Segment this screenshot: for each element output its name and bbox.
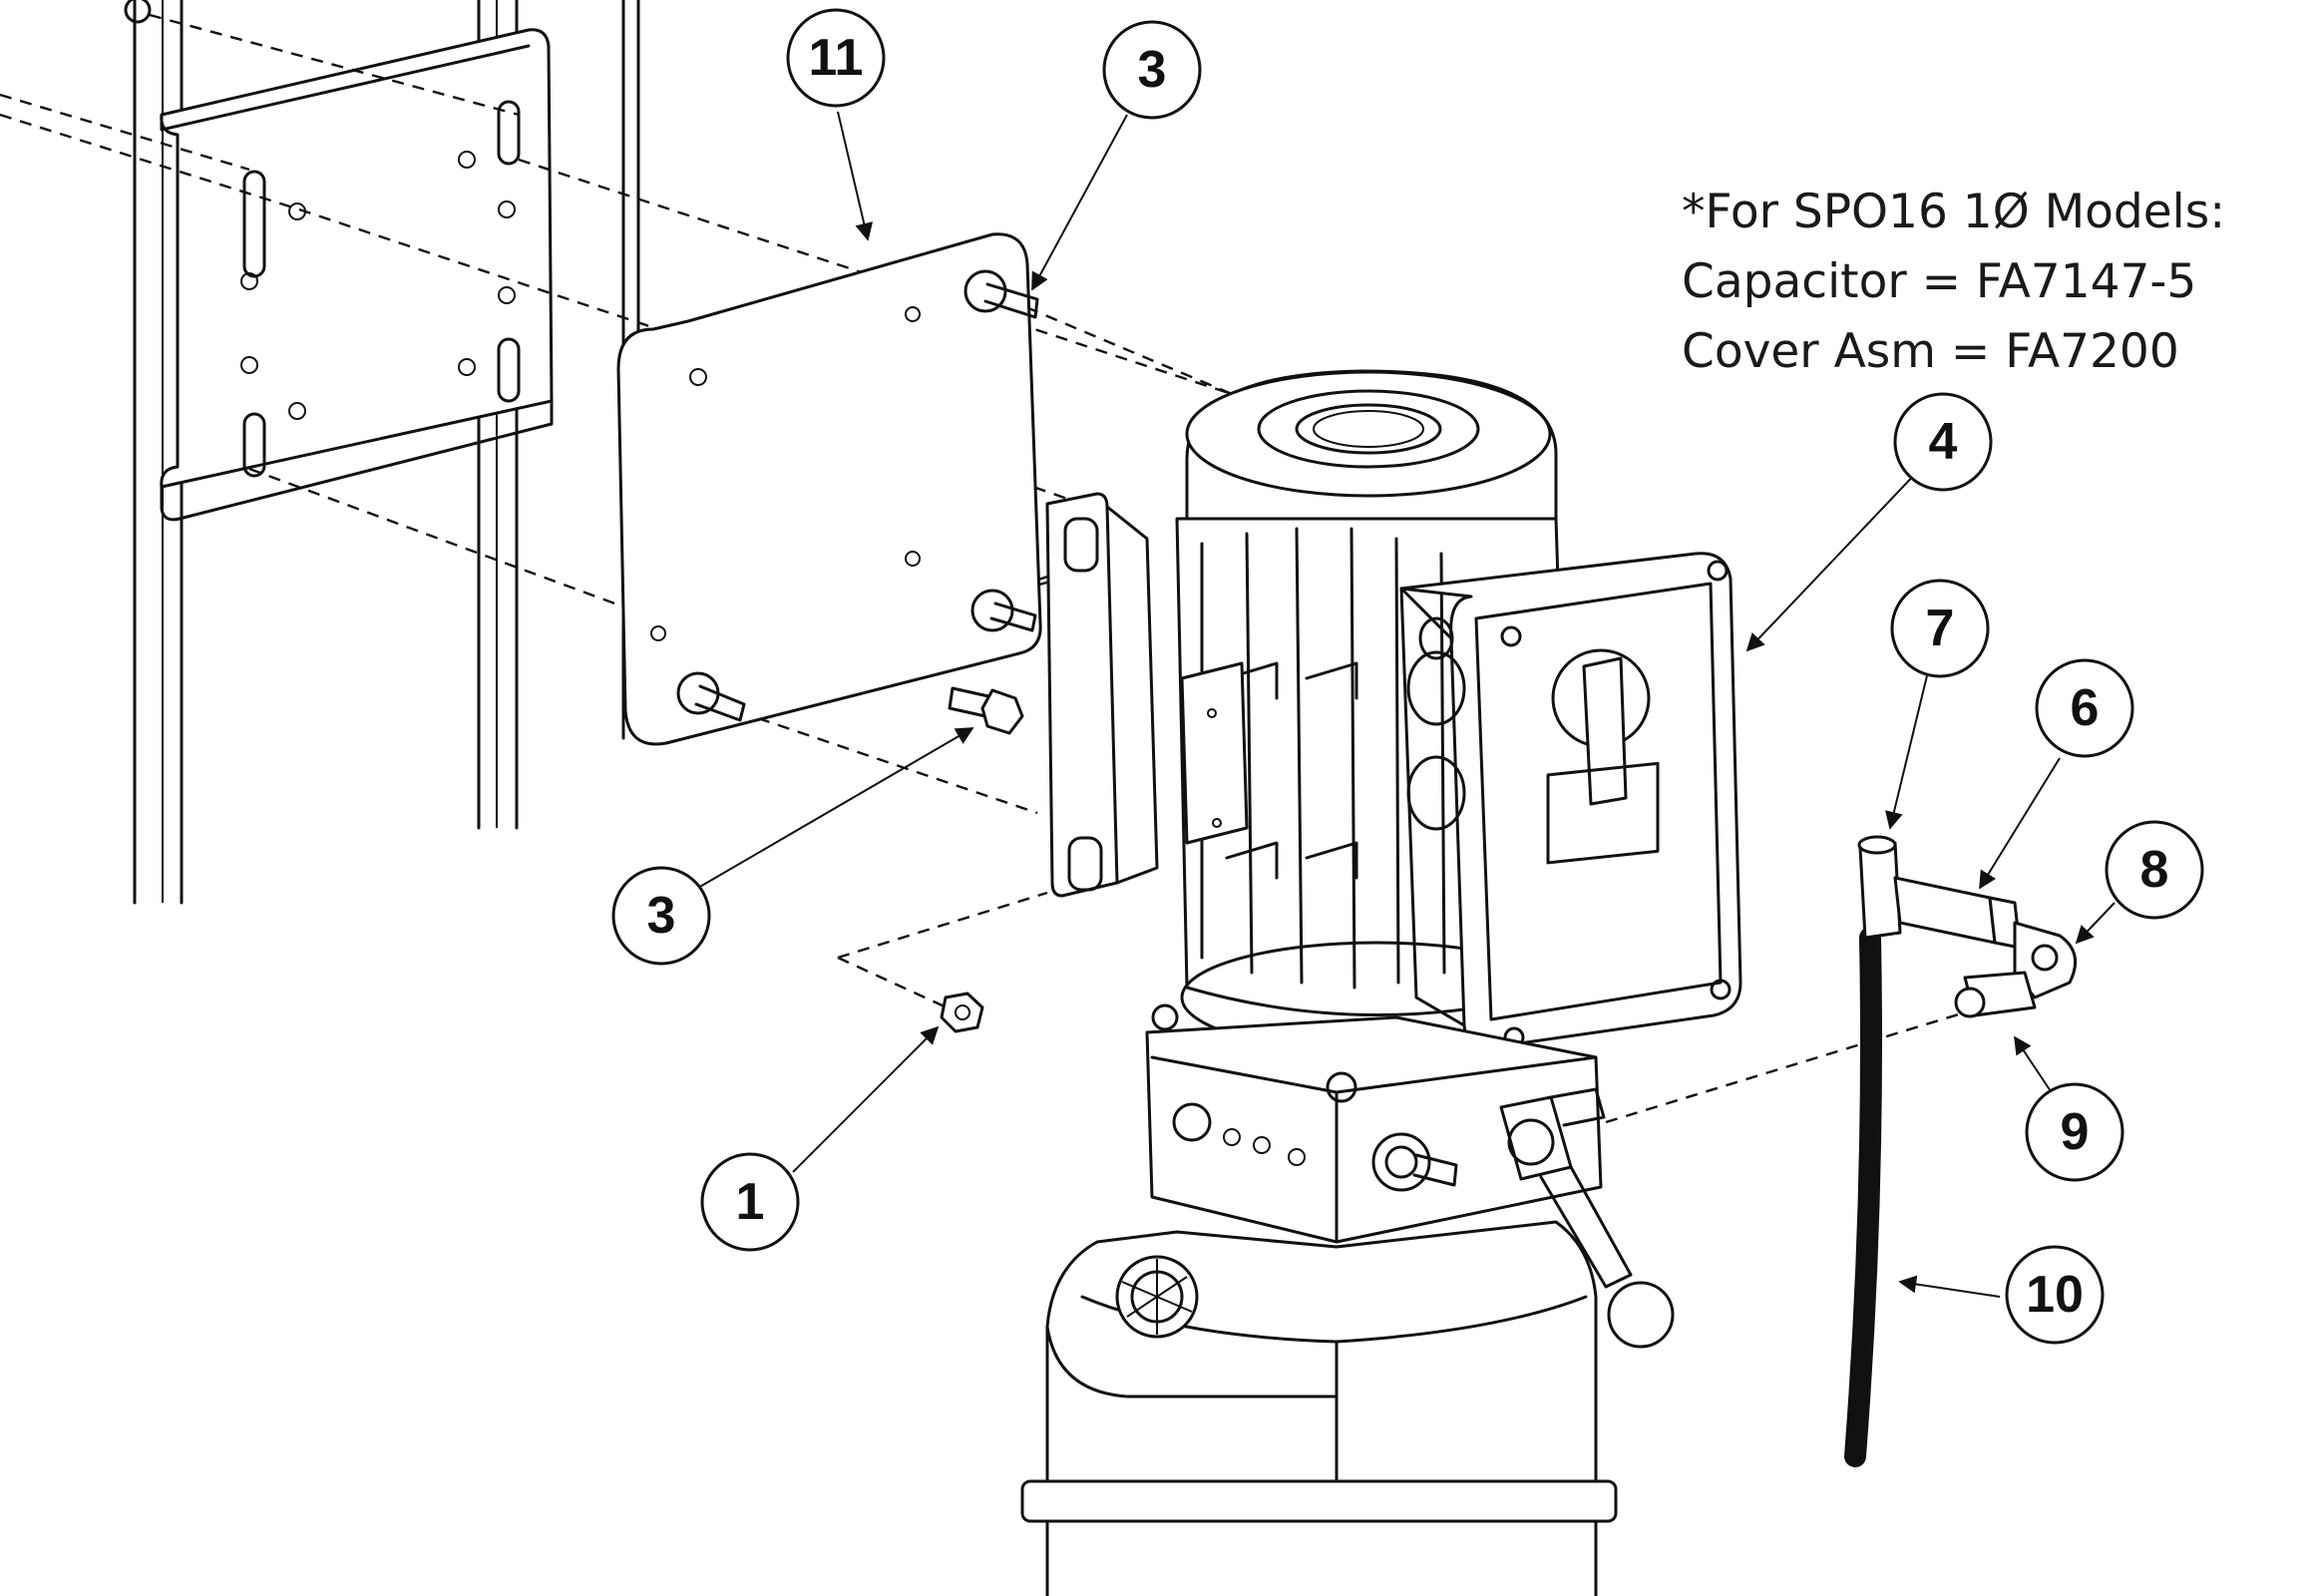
- callout-3-top: 3: [1102, 20, 1202, 120]
- stud-bolt: [964, 269, 1039, 319]
- post-mounting-bracket: [160, 28, 554, 522]
- adapter-fitting: [1954, 971, 2037, 1018]
- callout-label: 1: [736, 1173, 765, 1231]
- note-line-cover: Cover Asm = FA7200: [1682, 324, 2179, 379]
- release-valve-handle: [1499, 1087, 1675, 1349]
- elbow-fitting: [2013, 921, 2078, 999]
- callout-8: 8: [2105, 820, 2204, 920]
- port-fitting: [1371, 1132, 1458, 1192]
- callout-label: 3: [647, 887, 676, 945]
- callout-7: 7: [1890, 579, 1990, 678]
- hose-assembly: [1844, 835, 2078, 1467]
- stud-bolt: [970, 589, 1037, 632]
- tee-fitting: [1857, 835, 1902, 940]
- pipe-adapter: [1893, 876, 2022, 950]
- pump-manifold: [1145, 1003, 1675, 1349]
- callout-label: 7: [1926, 599, 1955, 657]
- hex-nut: [940, 992, 984, 1033]
- leader-lines: [697, 111, 2116, 1298]
- callout-label: 6: [2071, 679, 2100, 737]
- callout-label: 11: [809, 29, 864, 87]
- hex-bolt: [948, 686, 1024, 735]
- callout-6: 6: [2035, 658, 2134, 758]
- callout-label: 10: [2026, 1266, 2084, 1324]
- callout-10: 10: [2005, 1245, 2105, 1345]
- callout-1: 1: [700, 1152, 800, 1252]
- callout-label: 4: [1929, 413, 1958, 471]
- callout-11: 11: [786, 8, 886, 108]
- callout-4: 4: [1893, 392, 1993, 492]
- callout-3-bottom: 3: [611, 866, 711, 966]
- adapter-plate: [616, 232, 1042, 746]
- note-line-model: *For SPO16 1Ø Models:: [1682, 185, 2226, 239]
- stud-bolt: [676, 671, 746, 722]
- callout-label: 9: [2061, 1103, 2090, 1161]
- model-note: *For SPO16 1Ø Models: Capacitor = FA7147…: [1682, 178, 2225, 387]
- note-line-capacitor: Capacitor = FA7147-5: [1682, 254, 2197, 309]
- motor-control-box: [1399, 552, 1742, 1049]
- callout-label: 3: [1138, 41, 1167, 99]
- oil-reservoir: [1020, 1220, 1618, 1596]
- hydraulic-hose: [1844, 927, 1882, 1467]
- callout-label: 8: [2140, 841, 2169, 899]
- callout-9: 9: [2025, 1082, 2124, 1182]
